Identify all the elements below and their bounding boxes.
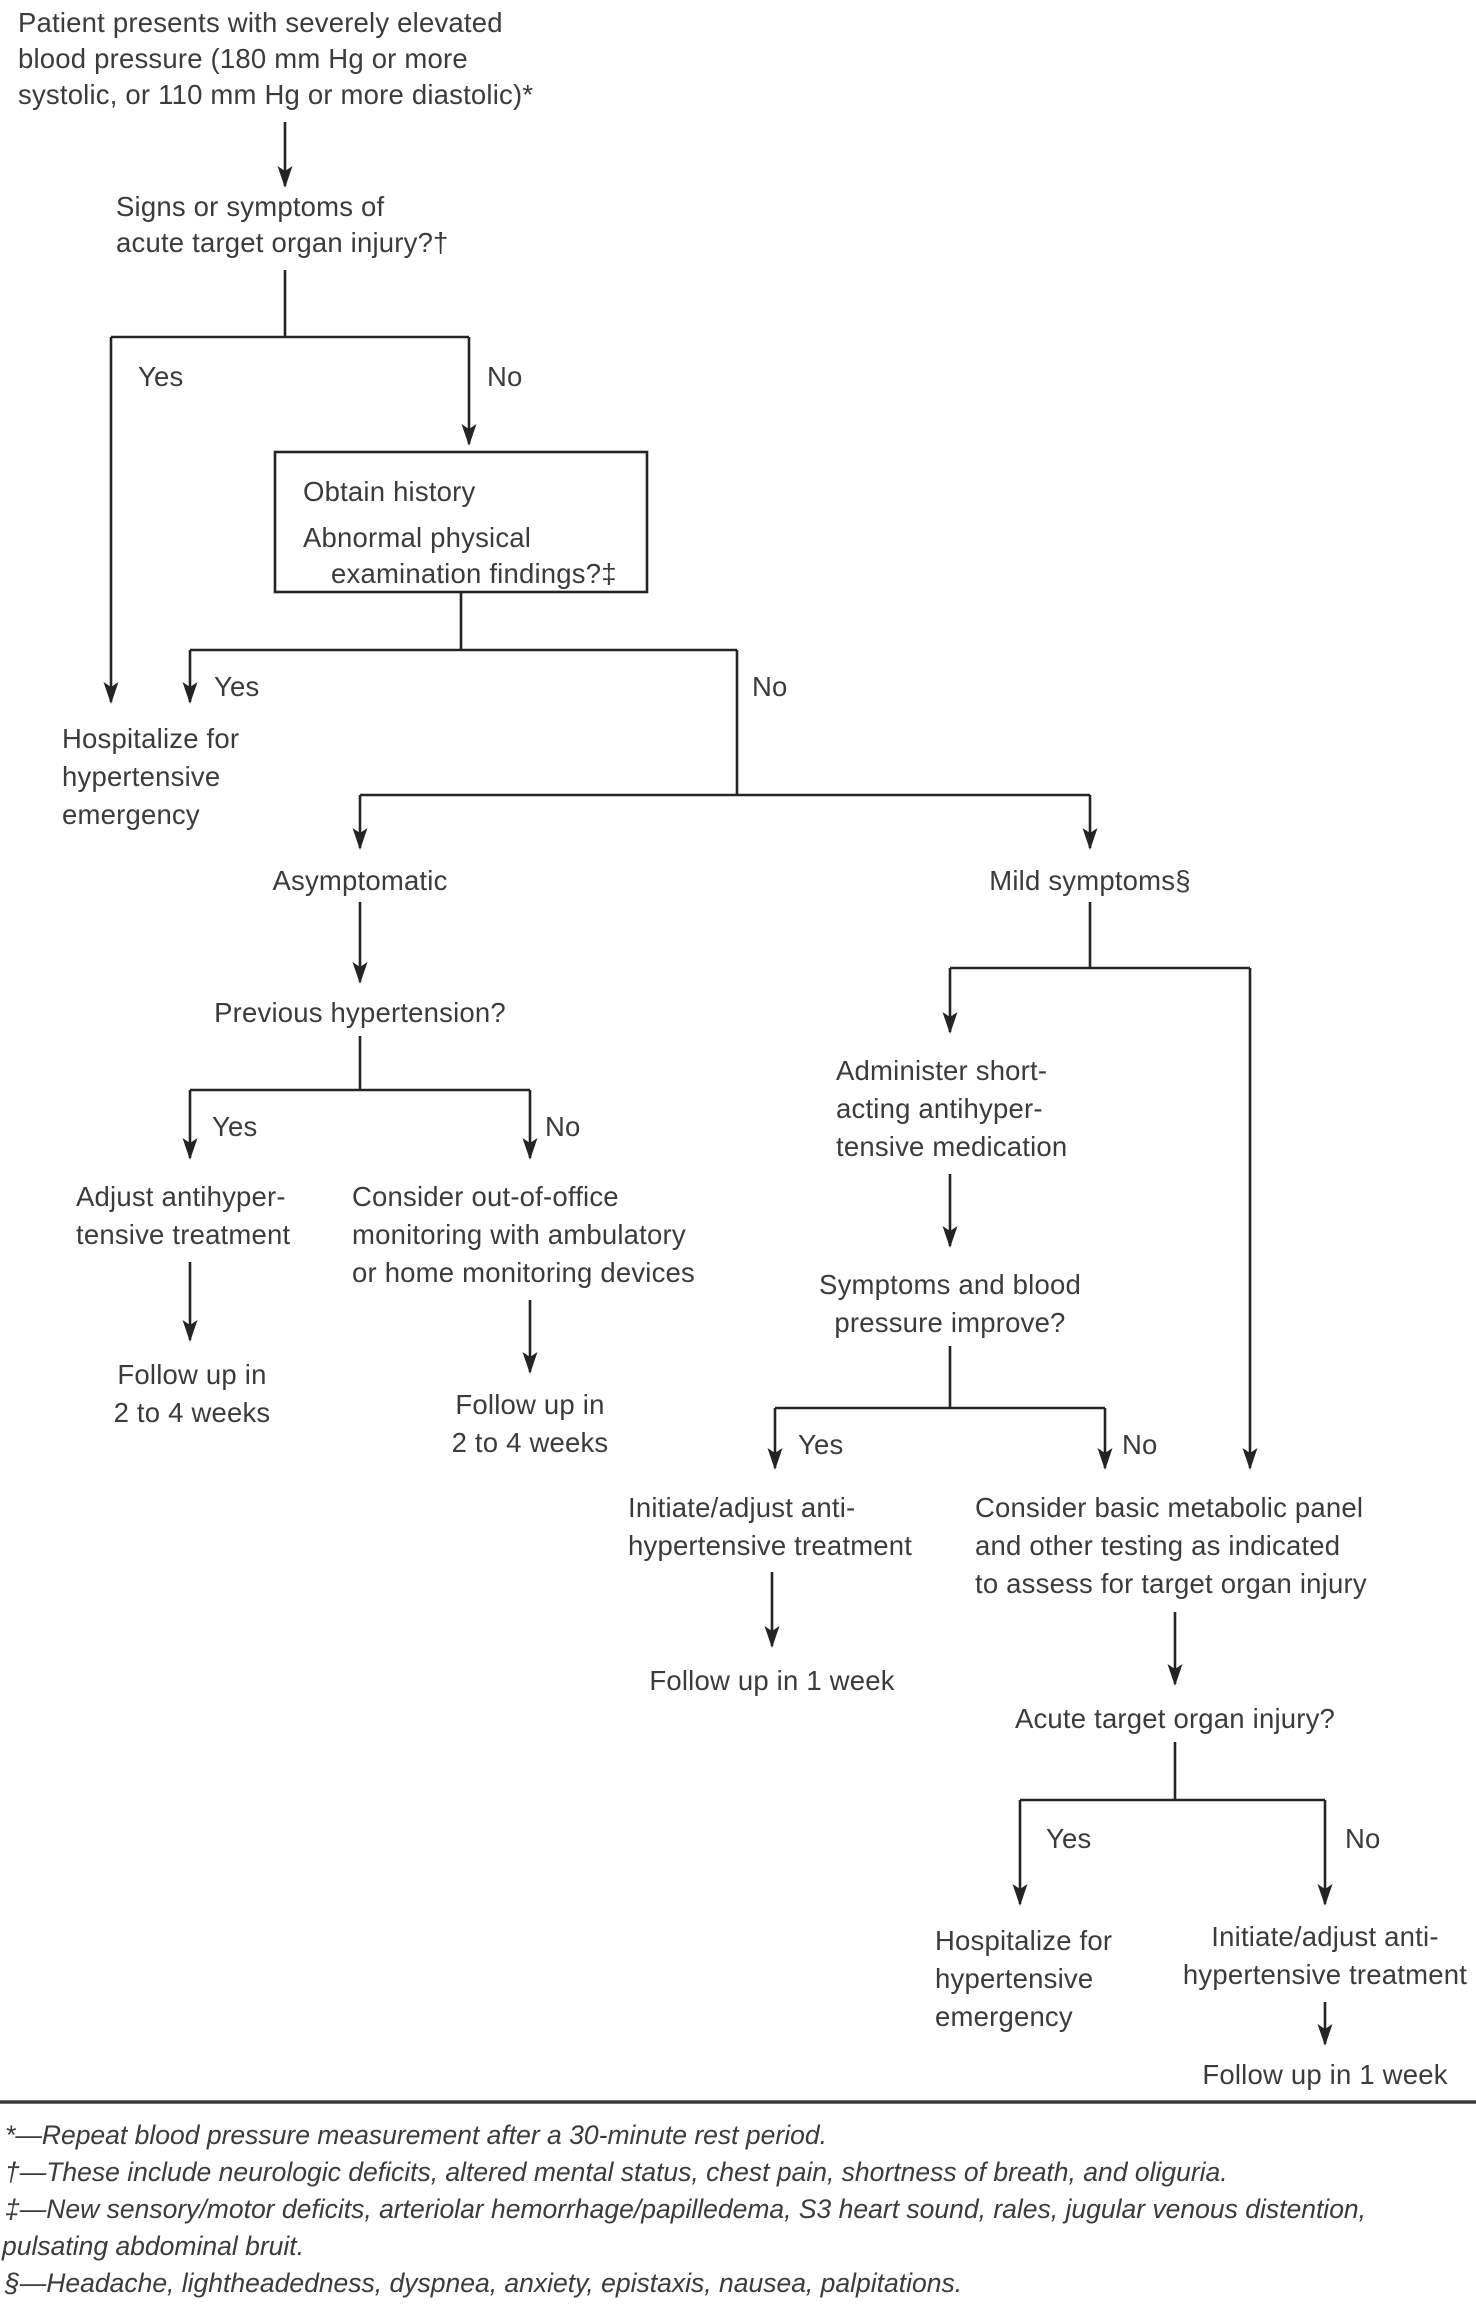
branch-label-yes: Yes [138,361,183,392]
node-text-line: Patient presents with severely elevated [18,7,503,38]
node-acute-target-organ-question: Acute target organ injury? [1015,1703,1335,1734]
node-asymptomatic: Asymptomatic [272,865,447,896]
node-text-line: Signs or symptoms of [116,191,385,222]
node-follow-up-1-week-right: Follow up in 1 week [1202,2059,1447,2090]
footnotes: *—Repeat blood pressure measurement afte… [1,2120,1366,2298]
connector-prevhtn-split [182,1036,538,1160]
node-text-line: emergency [935,2001,1073,2032]
node-text-line: Consider out-of-office [352,1181,619,1212]
node-text-line: examination findings?‡ [331,558,617,589]
connector-mildsymptoms-elbow [942,902,1258,1470]
footnote-line: ‡—New sensory/motor deficits, arteriolar… [5,2194,1366,2224]
node-text-line: Symptoms and blood [819,1269,1081,1300]
node-text-line: pressure improve? [834,1307,1065,1338]
node-text-line: emergency [62,799,200,830]
connector-acute-split [1012,1742,1333,1906]
node-text-line: Hospitalize for [62,723,239,754]
node-adjust-antihypertensive: Adjust antihyper- tensive treatment [76,1181,290,1250]
node-text-line: 2 to 4 weeks [114,1397,271,1428]
node-hospitalize-emergency-left: Hospitalize for hypertensive emergency [62,723,239,830]
branch-label-yes: Yes [212,1111,257,1142]
node-text-line: 2 to 4 weeks [452,1427,609,1458]
node-consider-out-of-office: Consider out-of-office monitoring with a… [352,1181,695,1288]
connector-history-split [182,592,1098,850]
node-text-line: Initiate/adjust anti- [628,1492,855,1523]
node-initiate-adjust-right: Initiate/adjust anti- hypertensive treat… [1183,1921,1467,1990]
connector-improve-split [767,1346,1113,1470]
branch-label-no: No [1122,1429,1158,1460]
node-text-line: blood pressure (180 mm Hg or more [18,43,468,74]
branch-label-no: No [752,671,788,702]
node-text-line: Adjust antihyper- [76,1181,286,1212]
footnote-line: §—Headache, lightheadedness, dyspnea, an… [4,2268,962,2298]
branch-label-yes: Yes [798,1429,843,1460]
node-text-line: hypertensive treatment [628,1530,912,1561]
node-text-line: hypertensive treatment [1183,1959,1467,1990]
node-previous-hypertension-question: Previous hypertension? [214,997,506,1028]
node-consider-metabolic-panel: Consider basic metabolic panel and other… [975,1492,1367,1599]
node-follow-up-2-4-weeks-left: Follow up in 2 to 4 weeks [114,1359,271,1428]
node-text-line: hypertensive [62,761,220,792]
node-text-line: Initiate/adjust anti- [1211,1921,1438,1952]
footnote-line: *—Repeat blood pressure measurement afte… [5,2120,827,2150]
node-target-organ-symptoms-question: Signs or symptoms of acute target organ … [116,191,449,258]
node-follow-up-1-week-center: Follow up in 1 week [649,1665,894,1696]
node-text-line: and other testing as indicated [975,1530,1340,1561]
node-text-line: hypertensive [935,1963,1093,1994]
node-text-line: tensive medication [836,1131,1067,1162]
branch-label-no: No [487,361,523,392]
node-hospitalize-emergency-right: Hospitalize for hypertensive emergency [935,1925,1112,2032]
branch-label-yes: Yes [1046,1823,1091,1854]
node-text-line: acute target organ injury?† [116,227,449,258]
node-text-line: to assess for target organ injury [975,1568,1367,1599]
connector-signs-split [103,270,477,704]
node-follow-up-2-4-weeks-right: Follow up in 2 to 4 weeks [452,1389,609,1458]
node-text-line: Follow up in [117,1359,266,1390]
node-initiate-adjust-center: Initiate/adjust anti- hypertensive treat… [628,1492,912,1561]
branch-label-yes: Yes [214,671,259,702]
footnote-line: †—These include neurologic deficits, alt… [5,2157,1228,2187]
footnote-line: pulsating abdominal bruit. [1,2231,304,2261]
node-text-line: Administer short- [836,1055,1047,1086]
node-text-line: systolic, or 110 mm Hg or more diastolic… [18,79,533,110]
node-text-line: Follow up in [455,1389,604,1420]
node-mild-symptoms: Mild symptoms§ [989,865,1190,896]
branch-label-no: No [1345,1823,1381,1854]
node-text-line: Consider basic metabolic panel [975,1492,1363,1523]
node-patient-presents: Patient presents with severely elevated … [18,7,533,110]
node-text-line: monitoring with ambulatory [352,1219,686,1250]
node-text-line: tensive treatment [76,1219,290,1250]
node-text-line: acting antihyper- [836,1093,1043,1124]
node-text-line: Abnormal physical [303,522,531,553]
node-text-line: Hospitalize for [935,1925,1112,1956]
node-text-line: Obtain history [303,476,476,507]
node-symptoms-improve-question: Symptoms and blood pressure improve? [819,1269,1081,1338]
node-administer-short-acting: Administer short- acting antihyper- tens… [836,1055,1067,1162]
node-obtain-history-box: Obtain history Abnormal physical examina… [303,476,617,589]
branch-label-no: No [545,1111,581,1142]
node-text-line: or home monitoring devices [352,1257,695,1288]
